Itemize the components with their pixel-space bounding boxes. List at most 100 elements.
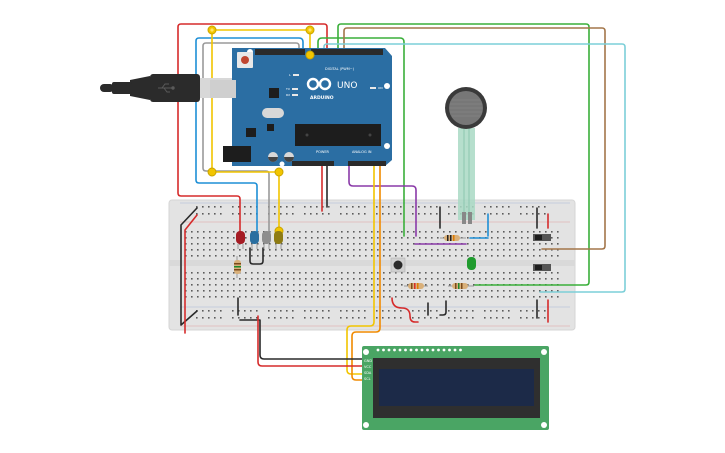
breadboard-hole[interactable]: [467, 231, 469, 233]
breadboard-hole[interactable]: [335, 272, 337, 274]
breadboard-hole[interactable]: [191, 290, 193, 292]
breadboard-hole[interactable]: [520, 213, 522, 215]
breadboard-hole[interactable]: [209, 296, 211, 298]
breadboard-hole[interactable]: [491, 272, 493, 274]
breadboard-hole[interactable]: [376, 310, 378, 312]
breadboard-hole[interactable]: [281, 272, 283, 274]
breadboard-hole[interactable]: [214, 213, 216, 215]
breadboard-hole[interactable]: [521, 272, 523, 274]
breadboard-hole[interactable]: [484, 206, 486, 208]
breadboard-hole[interactable]: [502, 206, 504, 208]
breadboard-hole[interactable]: [197, 255, 199, 257]
breadboard-hole[interactable]: [293, 284, 295, 286]
breadboard-hole[interactable]: [485, 231, 487, 233]
breadboard-hole[interactable]: [413, 237, 415, 239]
breadboard-hole[interactable]: [454, 310, 456, 312]
breadboard-hole[interactable]: [503, 237, 505, 239]
breadboard-hole[interactable]: [473, 296, 475, 298]
breadboard-hole[interactable]: [538, 317, 540, 319]
breadboard-hole[interactable]: [221, 255, 223, 257]
breadboard-hole[interactable]: [520, 317, 522, 319]
breadboard-hole[interactable]: [202, 206, 204, 208]
breadboard-hole[interactable]: [395, 255, 397, 257]
breadboard-hole[interactable]: [515, 296, 517, 298]
breadboard-hole[interactable]: [479, 296, 481, 298]
breadboard-hole[interactable]: [232, 317, 234, 319]
breadboard-hole[interactable]: [245, 255, 247, 257]
wire-purple[interactable]: [348, 165, 467, 245]
digital-header-left[interactable]: [255, 49, 305, 55]
breadboard-hole[interactable]: [383, 231, 385, 233]
breadboard-hole[interactable]: [220, 213, 222, 215]
breadboard-hole[interactable]: [394, 206, 396, 208]
breadboard-hole[interactable]: [509, 296, 511, 298]
breadboard-hole[interactable]: [364, 213, 366, 215]
breadboard-hole[interactable]: [521, 237, 523, 239]
breadboard-hole[interactable]: [311, 231, 313, 233]
breadboard-hole[interactable]: [346, 213, 348, 215]
breadboard-hole[interactable]: [395, 284, 397, 286]
breadboard-hole[interactable]: [293, 272, 295, 274]
breadboard-hole[interactable]: [502, 317, 504, 319]
breadboard-hole[interactable]: [220, 310, 222, 312]
breadboard-hole[interactable]: [401, 272, 403, 274]
breadboard-hole[interactable]: [209, 243, 211, 245]
breadboard-hole[interactable]: [316, 310, 318, 312]
breadboard-hole[interactable]: [526, 206, 528, 208]
breadboard-hole[interactable]: [203, 231, 205, 233]
breadboard-hole[interactable]: [503, 278, 505, 280]
breadboard-hole[interactable]: [233, 296, 235, 298]
breadboard-hole[interactable]: [220, 206, 222, 208]
breadboard-hole[interactable]: [359, 231, 361, 233]
breadboard-hole[interactable]: [557, 231, 559, 233]
breadboard-hole[interactable]: [454, 206, 456, 208]
breadboard-hole[interactable]: [340, 206, 342, 208]
breadboard-hole[interactable]: [197, 290, 199, 292]
breadboard-hole[interactable]: [209, 231, 211, 233]
breadboard-hole[interactable]: [544, 310, 546, 312]
breadboard-hole[interactable]: [209, 284, 211, 286]
breadboard-hole[interactable]: [329, 231, 331, 233]
breadboard-hole[interactable]: [244, 317, 246, 319]
breadboard-hole[interactable]: [329, 237, 331, 239]
breadboard-hole[interactable]: [503, 231, 505, 233]
breadboard-hole[interactable]: [335, 296, 337, 298]
breadboard-hole[interactable]: [545, 255, 547, 257]
breadboard-hole[interactable]: [353, 290, 355, 292]
breadboard-hole[interactable]: [203, 243, 205, 245]
breadboard-hole[interactable]: [287, 255, 289, 257]
breadboard-hole[interactable]: [407, 237, 409, 239]
breadboard-hole[interactable]: [407, 272, 409, 274]
breadboard-hole[interactable]: [389, 237, 391, 239]
wire-green-a[interactable]: [317, 37, 405, 237]
breadboard-hole[interactable]: [472, 317, 474, 319]
slide-switch-2[interactable]: [533, 264, 551, 271]
breadboard-hole[interactable]: [527, 249, 529, 251]
breadboard-hole[interactable]: [389, 290, 391, 292]
breadboard-hole[interactable]: [341, 243, 343, 245]
breadboard-hole[interactable]: [293, 278, 295, 280]
wire-sda-yellow[interactable]: [346, 165, 375, 375]
breadboard-hole[interactable]: [425, 272, 427, 274]
breadboard-hole[interactable]: [418, 206, 420, 208]
breadboard-hole[interactable]: [544, 317, 546, 319]
breadboard-hole[interactable]: [257, 255, 259, 257]
breadboard-hole[interactable]: [497, 296, 499, 298]
breadboard-hole[interactable]: [311, 272, 313, 274]
breadboard-hole[interactable]: [256, 310, 258, 312]
breadboard-hole[interactable]: [377, 290, 379, 292]
breadboard-hole[interactable]: [310, 213, 312, 215]
breadboard-hole[interactable]: [274, 206, 276, 208]
breadboard-hole[interactable]: [227, 290, 229, 292]
breadboard-hole[interactable]: [443, 249, 445, 251]
breadboard-hole[interactable]: [448, 310, 450, 312]
breadboard-hole[interactable]: [232, 310, 234, 312]
breadboard-hole[interactable]: [323, 284, 325, 286]
breadboard-hole[interactable]: [425, 237, 427, 239]
red-led[interactable]: [236, 231, 245, 249]
breadboard-hole[interactable]: [239, 249, 241, 251]
breadboard-hole[interactable]: [466, 317, 468, 319]
breadboard-hole[interactable]: [209, 290, 211, 292]
breadboard-hole[interactable]: [431, 237, 433, 239]
breadboard-hole[interactable]: [203, 296, 205, 298]
